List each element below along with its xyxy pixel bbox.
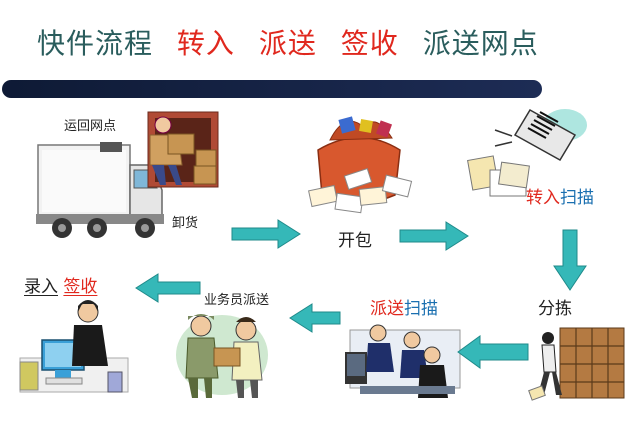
dispatch-office-icon bbox=[345, 324, 461, 398]
arrow-dispatch-to-courier bbox=[289, 303, 341, 333]
courier-delivery-icon bbox=[176, 314, 268, 398]
label-transfer-scan: 转入扫描 bbox=[526, 183, 594, 208]
flow-arrows bbox=[135, 219, 587, 369]
data-entry-icon bbox=[19, 300, 129, 393]
title-part-outlet: 派送网点 bbox=[422, 27, 539, 60]
opened-package-icon bbox=[308, 116, 413, 214]
label-dispatch-scan: 派送扫描 bbox=[370, 294, 438, 319]
truck-icon bbox=[36, 142, 164, 238]
label-unload: 卸货 bbox=[172, 216, 199, 231]
label-open-package: 开包 bbox=[338, 226, 372, 251]
title-part-flow: 快件流程 bbox=[37, 27, 154, 60]
label-return-outlet: 运回网点 bbox=[64, 119, 117, 134]
sorting-shelf-icon bbox=[528, 327, 625, 401]
title-part-transfer: 转入 bbox=[176, 27, 235, 60]
arrow-unload-to-open bbox=[231, 219, 301, 249]
title-part-dispatch: 派送 bbox=[258, 27, 317, 60]
page-title: 快件流程 转入 派送 签收 派送网点 bbox=[37, 22, 553, 62]
label-sorting: 分拣 bbox=[538, 294, 572, 319]
label-dispatch: 派送 bbox=[370, 299, 404, 319]
arrow-sort-to-dispatch bbox=[457, 335, 529, 369]
barcode-scanner-icon bbox=[467, 108, 587, 197]
label-enter-sign: 录入 签收 bbox=[24, 272, 97, 297]
label-transfer-in: 转入 bbox=[526, 188, 560, 208]
label-transfer-scan-text: 扫描 bbox=[560, 188, 594, 208]
arrow-scan-to-sort bbox=[553, 229, 587, 291]
label-dispatch-scan-text: 扫描 bbox=[404, 299, 438, 319]
label-courier-delivery: 业务员派送 bbox=[204, 293, 270, 308]
title-divider-bar bbox=[2, 80, 542, 98]
label-sign: 签收 bbox=[63, 277, 98, 297]
label-enter: 录入 bbox=[24, 277, 58, 297]
label-open-package-text: 开包 bbox=[338, 231, 372, 251]
label-sorting-text: 分拣 bbox=[538, 299, 572, 319]
unloading-worker-icon bbox=[147, 111, 219, 188]
title-part-sign: 签收 bbox=[340, 27, 399, 60]
arrow-open-to-scan bbox=[399, 221, 469, 251]
arrow-courier-to-sign bbox=[135, 273, 201, 303]
